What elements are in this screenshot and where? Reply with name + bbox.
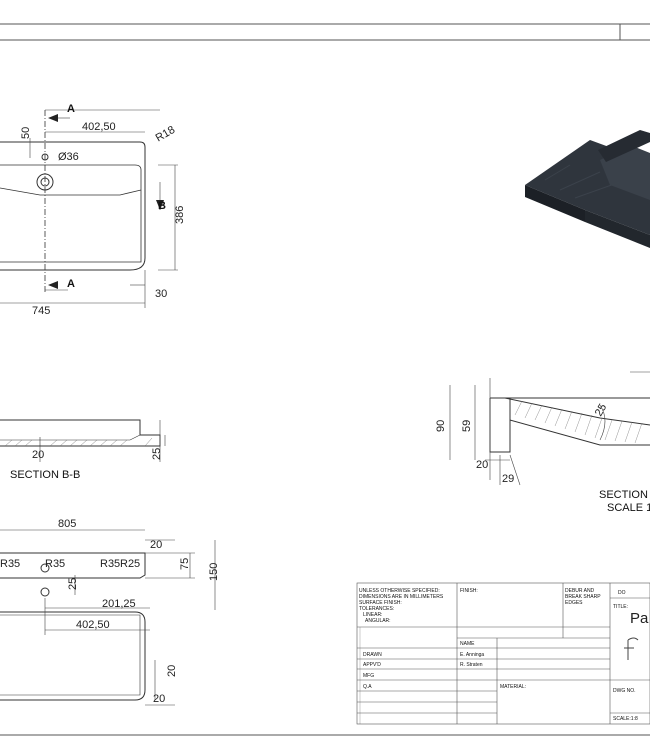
dim-50: 50	[20, 127, 32, 139]
bottom-view: 805 20 R35 R35 R35 R25 75 150 25 201,25 …	[0, 518, 220, 706]
tb-drawn-name: E. Anninga	[460, 652, 484, 658]
dim-75: 75	[179, 558, 191, 570]
tb-deburr-2: BREAK SHARP	[565, 594, 601, 600]
dim-aa-59: 59	[461, 420, 473, 432]
tb-name-header: NAME	[460, 641, 475, 647]
basin-3d-render	[525, 130, 650, 248]
dim-402: 402,50	[82, 121, 116, 133]
tb-qa: Q.A	[363, 684, 372, 690]
top-view: A A B 402,50 50 Ø36 R18 386 745 30	[0, 103, 186, 317]
dim-bb-20: 20	[32, 449, 44, 461]
dim-aa-90: 90	[435, 420, 447, 432]
section-aa-title: SECTION	[599, 489, 648, 501]
tb-note-6: ANGULAR:	[365, 618, 391, 624]
dim-386: 386	[174, 206, 186, 224]
tb-note-1: UNLESS OTHERWISE SPECIFIED:	[359, 588, 440, 594]
tb-do: DO	[618, 590, 626, 596]
tb-apprvd-name: R. Straten	[460, 662, 483, 668]
dim-radius: R18	[154, 124, 177, 144]
section-b-label: B	[158, 200, 166, 212]
dim-bottom-20: 20	[153, 693, 165, 705]
tb-dwg-no: DWG NO.	[613, 688, 636, 694]
tb-material: MATERIAL:	[500, 684, 526, 690]
tb-title-value: Pa	[630, 610, 649, 627]
dim-bottom-25: 25	[67, 578, 79, 590]
section-a-bottom-label: A	[67, 278, 75, 290]
dim-r35-a: R35	[0, 558, 20, 570]
tb-note-4: TOLERANCES:	[359, 606, 394, 612]
section-a-top-label: A	[67, 103, 75, 115]
dim-aa-25: 25	[593, 402, 610, 419]
tb-title-label: TITLE:	[613, 604, 628, 610]
section-bb-view: 20 25 SECTION B-B	[0, 419, 166, 481]
section-aa-view: 90 59 20 29 25 SECTION SCALE 1	[435, 371, 650, 514]
dim-r25: R25	[120, 558, 140, 570]
section-aa-scale: SCALE 1	[607, 502, 650, 514]
sheet-border	[0, 23, 650, 736]
dim-30: 30	[155, 288, 167, 300]
dim-bottom-402: 402,50	[76, 619, 110, 631]
tb-note-3: SURFACE FINISH:	[359, 600, 402, 606]
dim-745: 745	[32, 305, 50, 317]
dim-bottom-20-top: 20	[150, 539, 162, 551]
dim-150: 150	[208, 563, 220, 581]
tb-finish: FINISH:	[460, 588, 478, 594]
hole-a	[40, 563, 50, 573]
dim-bottom-20-right: 20	[166, 665, 178, 677]
tb-scale: SCALE:1:8	[613, 716, 638, 722]
hole-b	[40, 587, 50, 597]
dim-aa-29: 29	[502, 473, 514, 485]
dim-201: 201,25	[102, 598, 136, 610]
tb-note-2: DIMENSIONS ARE IN MILLIMETERS	[359, 594, 444, 600]
tb-deburr-3: EDGES	[565, 600, 583, 606]
title-block: UNLESS OTHERWISE SPECIFIED: DIMENSIONS A…	[356, 582, 650, 725]
tb-apprvd: APPV'D	[363, 662, 381, 668]
tb-drawn: DRAWN	[363, 652, 382, 658]
section-bb-title: SECTION B-B	[10, 469, 80, 481]
dim-805: 805	[58, 518, 76, 530]
dim-r35-b: R35	[45, 558, 65, 570]
dim-aa-20: 20	[476, 459, 488, 471]
dim-r35-c: R35	[100, 558, 120, 570]
dim-bb-25: 25	[151, 448, 163, 460]
tb-note-5: LINEAR:	[363, 612, 382, 618]
company-logo	[624, 637, 639, 660]
tb-mfg: MFG	[363, 673, 374, 679]
dim-diameter: Ø36	[58, 151, 79, 163]
tb-deburr-1: DEBUR AND	[565, 588, 595, 594]
